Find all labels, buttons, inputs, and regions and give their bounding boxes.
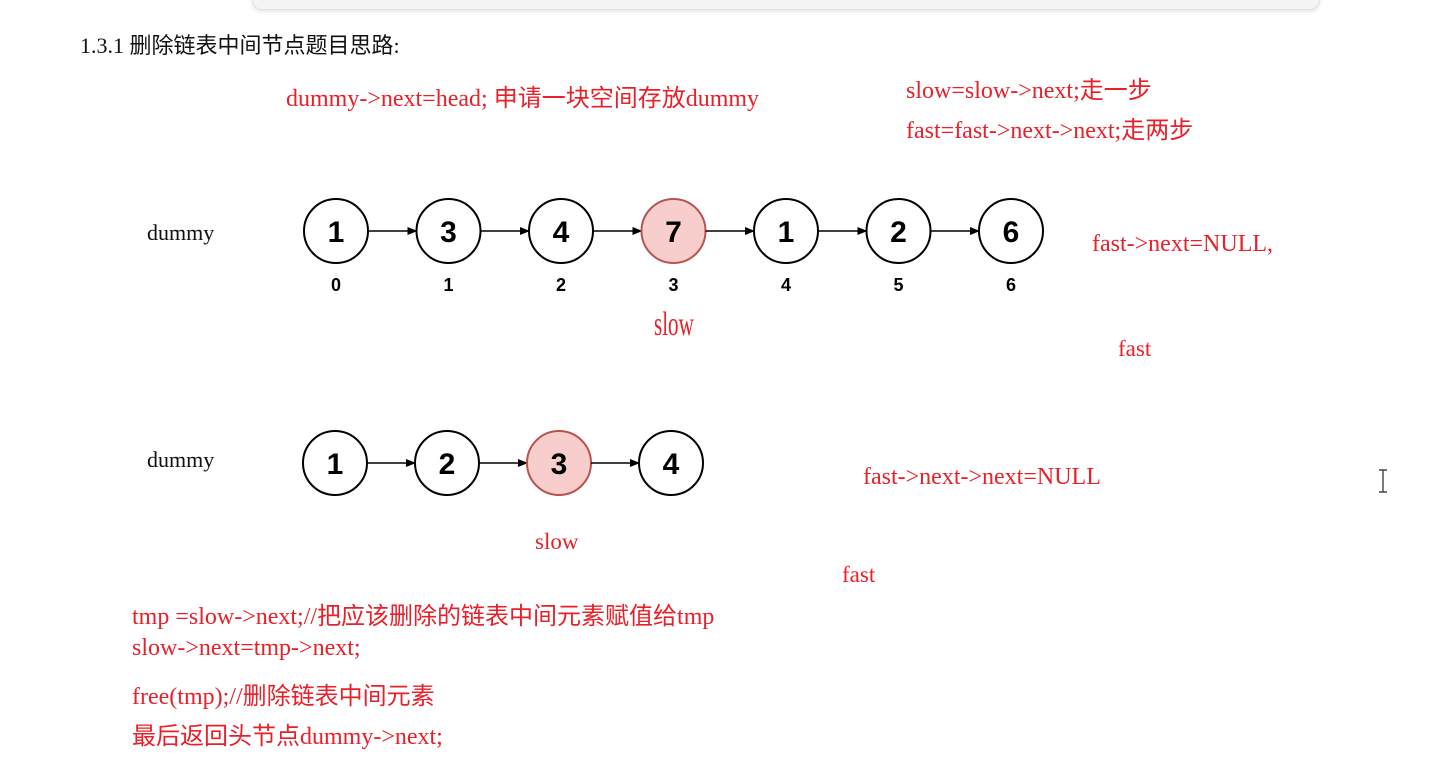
code-line-4: 最后返回头节点dummy->next;	[132, 724, 443, 750]
node-value: 7	[665, 216, 682, 249]
section-heading: 1.3.1 删除链表中间节点题目思路:	[80, 33, 400, 58]
code-line-2: slow->next=tmp->next;	[132, 635, 361, 661]
node-index: 2	[556, 275, 566, 295]
list1-slow-label: slow	[654, 306, 694, 343]
node-index: 5	[893, 275, 903, 295]
node-index: 0	[331, 275, 341, 295]
note-cond-odd: fast->next=NULL,	[1092, 231, 1274, 257]
node-value: 1	[327, 448, 344, 481]
code-line-3: free(tmp);//删除链表中间元素	[132, 684, 435, 710]
node-circle	[638, 430, 704, 496]
list2-fast-label: fast	[842, 562, 876, 587]
text-cursor-icon	[1376, 468, 1390, 499]
node-index: 3	[668, 275, 678, 295]
node-circle	[978, 198, 1044, 264]
note-cond-even: fast->next->next=NULL	[863, 464, 1101, 490]
node-value: 4	[663, 448, 680, 481]
node-value: 1	[778, 216, 795, 249]
list1-dummy-label: dummy	[147, 220, 215, 245]
node-value: 3	[551, 448, 568, 481]
node-index: 6	[1006, 275, 1016, 295]
node-index: 1	[443, 275, 453, 295]
node-value: 1	[328, 216, 345, 249]
node-value: 4	[553, 216, 570, 249]
note-slow-step: slow=slow->next;走一步	[906, 78, 1152, 104]
note-fast-step: fast=fast->next->next;走两步	[906, 118, 1194, 144]
note-dummy-alloc: dummy->next=head; 申请一块空间存放dummy	[286, 86, 760, 112]
list1-fast-label: fast	[1118, 336, 1152, 361]
node-value: 3	[440, 216, 457, 249]
code-line-1: tmp =slow->next;//把应该删除的链表中间元素赋值给tmp	[132, 604, 715, 630]
node-value: 6	[1003, 216, 1020, 249]
node-value: 2	[890, 216, 907, 249]
list2-dummy-label: dummy	[147, 447, 215, 472]
list2-nodes: 1 2 3 4	[302, 430, 704, 496]
list2-slow-label: slow	[535, 529, 579, 554]
node-value: 2	[439, 448, 456, 481]
list1-nodes: 1 0 3 1 4 2 7 3 1 4 2 5 6 6	[303, 198, 1044, 295]
node-index: 4	[781, 275, 791, 295]
